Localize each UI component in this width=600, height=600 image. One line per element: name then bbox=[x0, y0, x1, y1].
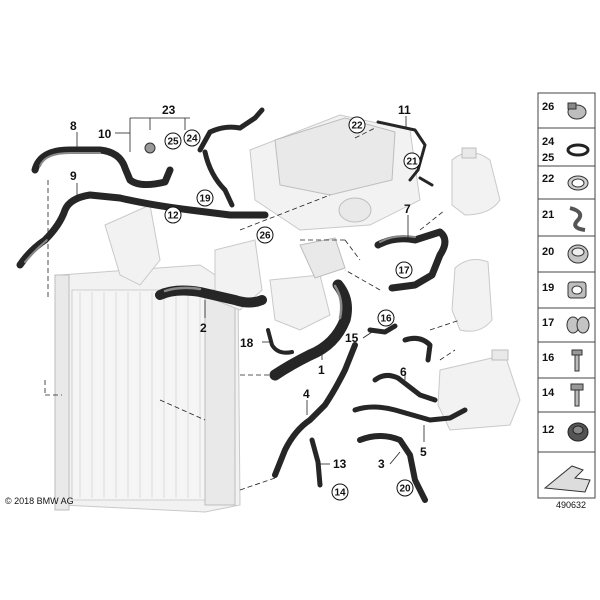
hose-9 bbox=[16, 191, 269, 269]
radiator-illustration bbox=[54, 264, 241, 513]
circled-20: 20 bbox=[396, 479, 414, 497]
svg-text:19: 19 bbox=[199, 194, 211, 205]
circled-25: 25 bbox=[164, 132, 182, 150]
svg-text:25: 25 bbox=[167, 137, 179, 148]
panel-label-20: 20 bbox=[542, 246, 554, 258]
o-ring-icon bbox=[566, 143, 590, 157]
panel-label-24: 24 bbox=[542, 136, 555, 148]
hose-15 bbox=[367, 323, 398, 335]
circled-14: 14 bbox=[331, 483, 349, 501]
panel-label-22: 22 bbox=[542, 173, 554, 185]
intercooler-illustration bbox=[249, 114, 421, 231]
panel-label-14: 14 bbox=[542, 387, 555, 399]
callout-3: 3 bbox=[378, 457, 385, 471]
shim-arrow-icon bbox=[543, 465, 591, 493]
circled-19: 19 bbox=[196, 189, 214, 207]
hose-4 bbox=[272, 342, 358, 478]
hose-3 bbox=[357, 433, 428, 503]
circled-22: 22 bbox=[348, 116, 366, 134]
air-duct-illustration bbox=[104, 204, 161, 286]
band-clamp-icon bbox=[567, 175, 589, 191]
panel-label-16: 16 bbox=[542, 352, 554, 364]
panel-label-19: 19 bbox=[542, 282, 554, 294]
panel-label-25: 25 bbox=[542, 152, 554, 164]
hose-5 bbox=[352, 404, 468, 423]
callout-18: 18 bbox=[240, 336, 254, 350]
callout-23: 23 bbox=[162, 103, 176, 117]
callout-11: 11 bbox=[398, 103, 411, 117]
circled-labels: 25 24 22 21 19 12 26 17 16 14 20 bbox=[164, 116, 421, 501]
callout-9: 9 bbox=[70, 169, 77, 183]
svg-text:22: 22 bbox=[351, 121, 363, 132]
svg-text:24: 24 bbox=[186, 134, 198, 145]
bracket-clamp-icon bbox=[567, 281, 587, 299]
svg-text:20: 20 bbox=[399, 484, 411, 495]
expansion-tank-illustration bbox=[451, 147, 501, 216]
hose-2 bbox=[155, 285, 267, 308]
leader-lines bbox=[44, 116, 461, 491]
callout-7: 7 bbox=[404, 202, 411, 216]
parts-panel: 26 24 25 22 21 20 19 bbox=[537, 92, 596, 499]
hose-13 bbox=[309, 437, 323, 488]
svg-text:21: 21 bbox=[406, 157, 418, 168]
callout-1: 1 bbox=[318, 363, 325, 377]
spring-clip-icon bbox=[569, 206, 586, 232]
svg-text:17: 17 bbox=[398, 266, 410, 277]
circled-21: 21 bbox=[403, 152, 421, 170]
copyright-text: © 2018 BMW AG bbox=[5, 496, 74, 506]
callout-10: 10 bbox=[98, 127, 112, 141]
svg-text:26: 26 bbox=[259, 231, 271, 242]
hose-6 bbox=[372, 372, 438, 403]
circled-26: 26 bbox=[256, 226, 274, 244]
callout-15: 15 bbox=[345, 331, 359, 345]
water-pump-illustration bbox=[214, 237, 346, 331]
rubber-mount-icon bbox=[567, 422, 589, 442]
screw-icon bbox=[571, 349, 583, 372]
circled-12: 12 bbox=[164, 206, 182, 224]
panel-label-21: 21 bbox=[542, 209, 554, 221]
hose-tank-connector bbox=[402, 335, 433, 363]
hose-10 bbox=[144, 107, 265, 208]
circled-17: 17 bbox=[395, 261, 413, 279]
callout-4: 4 bbox=[303, 387, 310, 401]
coolant-reservoir-illustration bbox=[451, 259, 493, 332]
clamp-icon bbox=[567, 244, 589, 264]
panel-label-26: 26 bbox=[542, 101, 554, 113]
hose-8 bbox=[31, 146, 174, 189]
callout-6: 6 bbox=[400, 365, 407, 379]
callout-13: 13 bbox=[333, 457, 347, 471]
callout-5: 5 bbox=[420, 445, 427, 459]
hose-7 bbox=[374, 228, 449, 292]
callout-8: 8 bbox=[70, 119, 77, 133]
svg-text:14: 14 bbox=[334, 488, 346, 499]
hose-18 bbox=[266, 328, 294, 355]
svg-text:16: 16 bbox=[380, 314, 392, 325]
circled-24: 24 bbox=[183, 129, 201, 147]
reference-number: 490632 bbox=[556, 500, 586, 510]
callout-2: 2 bbox=[200, 321, 207, 335]
hose-11 bbox=[376, 120, 434, 187]
hose-clamp-icon bbox=[567, 102, 587, 120]
bolt-icon bbox=[570, 383, 584, 407]
hose-1 bbox=[269, 279, 352, 381]
circled-16: 16 bbox=[377, 309, 395, 327]
svg-text:12: 12 bbox=[167, 211, 179, 222]
double-clamp-icon bbox=[566, 316, 590, 334]
panel-label-12: 12 bbox=[542, 424, 554, 436]
callout-labels: 8 9 10 23 11 7 2 18 15 1 6 4 5 13 3 bbox=[70, 103, 427, 471]
panel-label-17: 17 bbox=[542, 317, 554, 329]
